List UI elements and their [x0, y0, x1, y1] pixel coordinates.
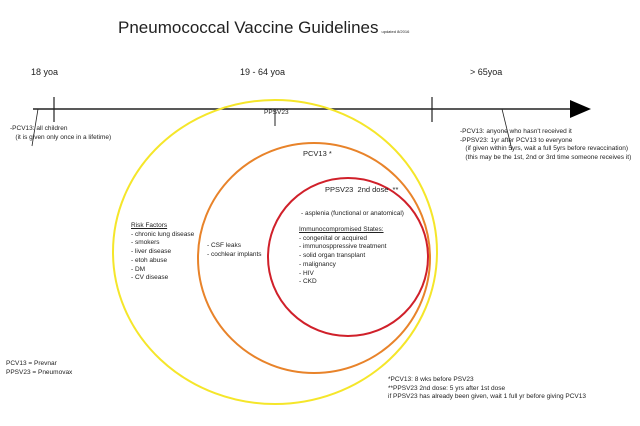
pointer-children: [31, 108, 39, 147]
timeline-arrow-icon: [570, 100, 591, 118]
age-19-64: 19 - 64 yoa: [240, 67, 286, 77]
label-pcv13: PCV13 *: [303, 149, 332, 158]
right-note: -PCV13: anyone who hasn't received it-PP…: [460, 128, 632, 162]
updated-date: updated 8/2016: [381, 29, 410, 34]
label-ppsv23: PPSV23: [264, 109, 289, 116]
footnotes: *PCV13: 8 wks before PSV23**PPSV23 2nd d…: [388, 376, 587, 401]
circle-ppsv23: [112, 99, 438, 405]
immunocompromised: Immunocompromised States:- congenital or…: [299, 226, 387, 286]
age-65: > 65yoa: [470, 67, 503, 77]
left-note: -PCV13: all children (it is given only o…: [10, 125, 112, 141]
pointer-65: [501, 108, 513, 151]
circle-pcv13: [197, 142, 431, 374]
age-18: 18 yoa: [31, 67, 59, 77]
label-ppsv23-2nd: PPSV23 2nd dose **: [325, 185, 399, 194]
risk-factors: Risk Factors- chronic lung disease- smok…: [131, 222, 195, 282]
asplenia: - asplenia (functional or anatomical): [301, 210, 404, 217]
pcv13-items: - CSF leaks- cochlear implants: [207, 242, 262, 258]
circle-ppsv23-2nd: [267, 177, 429, 337]
